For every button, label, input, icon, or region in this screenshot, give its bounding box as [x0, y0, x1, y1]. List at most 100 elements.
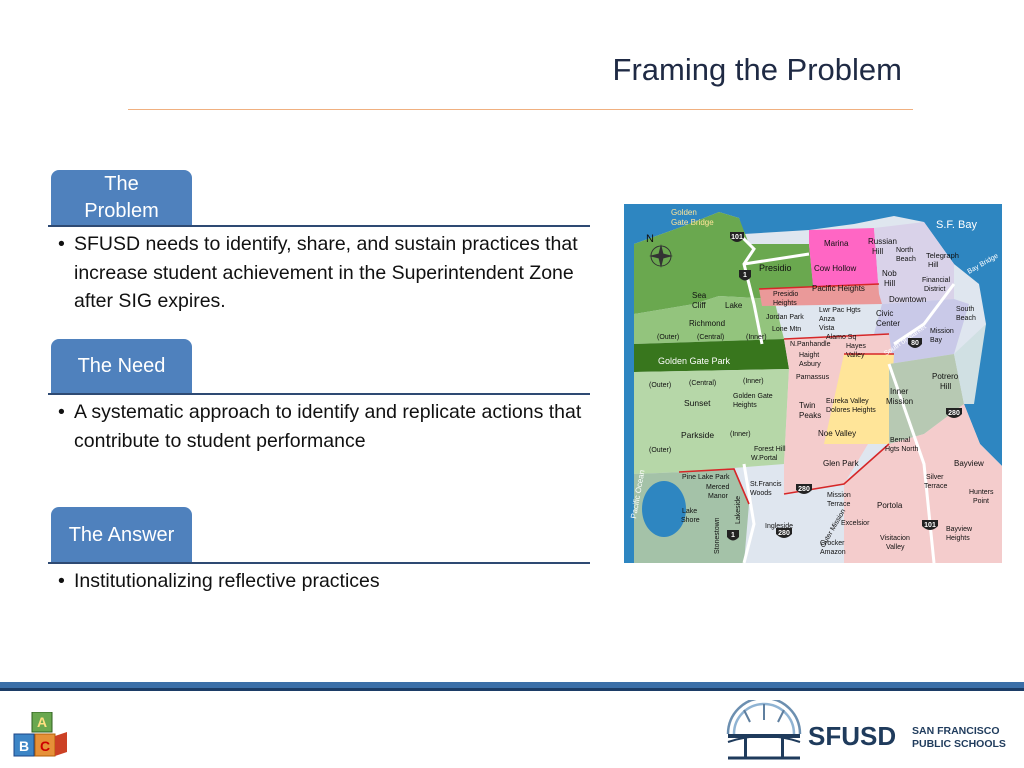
svg-text:W.Portal: W.Portal [751, 455, 778, 462]
svg-text:(Inner): (Inner) [743, 378, 764, 385]
bullet-problem: SFUSD needs to identify, share, and sust… [58, 230, 594, 316]
svg-text:Hill: Hill [928, 260, 939, 269]
sf-neighborhood-map: Golden Gate Bridge S.F. Bay N Presidio M… [624, 204, 1002, 563]
svg-text:Golden: Golden [671, 208, 697, 217]
section-answer: The Answer Institutionalizing reflective… [48, 507, 590, 607]
svg-text:Glen Park: Glen Park [823, 459, 860, 468]
svg-text:Presidio: Presidio [759, 263, 792, 273]
svg-text:Shore: Shore [681, 517, 700, 524]
svg-text:(Inner): (Inner) [730, 431, 751, 438]
svg-text:Center: Center [876, 319, 900, 328]
svg-text:Potrero: Potrero [932, 372, 959, 381]
svg-text:N.Panhandle: N.Panhandle [790, 341, 831, 348]
svg-text:Excelsior: Excelsior [841, 520, 870, 527]
svg-text:280: 280 [948, 410, 960, 417]
abc-blocks-icon: A B C [13, 712, 67, 757]
svg-text:South: South [956, 306, 974, 313]
svg-text:Silver: Silver [926, 474, 944, 481]
block-letter-c: C [40, 738, 50, 754]
svg-text:(Central): (Central) [697, 334, 724, 341]
slide-title: Framing the Problem [612, 52, 902, 87]
svg-text:Lake: Lake [725, 301, 743, 310]
svg-text:North: North [896, 247, 913, 254]
section-need: The Need A systematic approach to identi… [48, 339, 590, 479]
svg-text:Beach: Beach [956, 315, 976, 322]
svg-text:Beach: Beach [896, 256, 916, 263]
svg-text:80: 80 [911, 340, 919, 347]
svg-text:280: 280 [798, 486, 810, 493]
svg-text:Hill: Hill [872, 247, 883, 256]
svg-text:Heights: Heights [733, 402, 757, 409]
logo-sfusd-text: SFUSD [808, 721, 896, 751]
svg-text:Visitacion: Visitacion [880, 535, 910, 542]
svg-text:Bay: Bay [930, 337, 943, 344]
svg-text:Cow Hollow: Cow Hollow [814, 264, 856, 273]
svg-text:Point: Point [973, 498, 989, 505]
svg-text:Lakeside: Lakeside [735, 496, 742, 524]
svg-text:Bayview: Bayview [954, 459, 984, 468]
block-letter-b: B [19, 738, 29, 754]
svg-text:Lwr Pac Hgts: Lwr Pac Hgts [819, 307, 861, 314]
svg-text:Ingleside: Ingleside [765, 523, 793, 530]
svg-text:S.F. Bay: S.F. Bay [936, 219, 977, 231]
logo-line-1: SAN FRANCISCO [912, 725, 1000, 737]
svg-text:Bayview: Bayview [946, 526, 973, 533]
svg-text:Hgts North: Hgts North [885, 446, 919, 453]
svg-text:Jordan Park: Jordan Park [766, 314, 804, 321]
footer-band-dark [0, 688, 1024, 691]
svg-text:Valley: Valley [886, 544, 905, 551]
svg-text:Parkside: Parkside [681, 430, 714, 440]
svg-text:Hill: Hill [940, 382, 951, 391]
section-problem: The Problem SFUSD needs to identify, sha… [48, 170, 590, 320]
svg-text:Alamo Sq: Alamo Sq [826, 334, 856, 341]
bullet-answer: Institutionalizing reflective practices [58, 567, 594, 596]
svg-text:Inner: Inner [890, 387, 909, 396]
svg-text:Presidio: Presidio [773, 291, 798, 298]
svg-text:Pacific Heights: Pacific Heights [812, 284, 865, 293]
svg-text:Golden Gate: Golden Gate [733, 393, 773, 400]
block-letter-a: A [37, 714, 47, 730]
svg-text:Gate Bridge: Gate Bridge [671, 218, 714, 227]
svg-text:Hill: Hill [884, 279, 895, 288]
bullet-need: A systematic approach to identify and re… [58, 398, 594, 455]
svg-text:Woods: Woods [750, 490, 772, 497]
svg-text:Valley: Valley [846, 352, 865, 359]
sfusd-logo: SFUSD SAN FRANCISCO PUBLIC SCHOOLS [726, 700, 1006, 760]
svg-text:Parnassus: Parnassus [796, 374, 830, 381]
logo-line-2: PUBLIC SCHOOLS [912, 738, 1006, 750]
svg-text:Richmond: Richmond [689, 319, 725, 328]
svg-text:(Central): (Central) [689, 380, 716, 387]
svg-text:Mission: Mission [886, 397, 913, 406]
svg-text:(Outer): (Outer) [657, 334, 679, 341]
svg-text:Golden Gate Park: Golden Gate Park [658, 356, 731, 366]
section-rule [48, 562, 590, 564]
svg-text:Bernal: Bernal [890, 437, 911, 444]
tab-the-answer: The Answer [51, 507, 192, 563]
svg-text:101: 101 [731, 234, 743, 241]
svg-text:Peaks: Peaks [799, 411, 821, 420]
svg-text:Financial: Financial [922, 277, 950, 284]
svg-text:Telegraph: Telegraph [926, 251, 959, 260]
footer-band [0, 682, 1024, 688]
svg-text:Hayes: Hayes [846, 343, 866, 350]
svg-text:Stonestown: Stonestown [714, 517, 721, 554]
svg-text:Downtown: Downtown [889, 295, 926, 304]
svg-text:Marina: Marina [824, 239, 849, 248]
svg-text:Hunters: Hunters [969, 489, 994, 496]
svg-text:Russian: Russian [868, 237, 897, 246]
svg-text:(Outer): (Outer) [649, 382, 671, 389]
svg-text:Sea: Sea [692, 291, 707, 300]
svg-text:Cliff: Cliff [692, 301, 706, 310]
svg-text:(Outer): (Outer) [649, 447, 671, 454]
svg-text:Dolores Heights: Dolores Heights [826, 407, 876, 414]
svg-text:District: District [924, 286, 945, 293]
svg-text:Terrace: Terrace [924, 483, 947, 490]
svg-text:Heights: Heights [773, 300, 797, 307]
svg-text:St.Francis: St.Francis [750, 481, 782, 488]
svg-text:1: 1 [743, 272, 747, 279]
svg-text:Pine Lake Park: Pine Lake Park [682, 474, 730, 481]
svg-text:1: 1 [731, 532, 735, 539]
svg-text:Manor: Manor [708, 493, 729, 500]
svg-text:Anza: Anza [819, 316, 835, 323]
svg-text:Vista: Vista [819, 325, 835, 332]
